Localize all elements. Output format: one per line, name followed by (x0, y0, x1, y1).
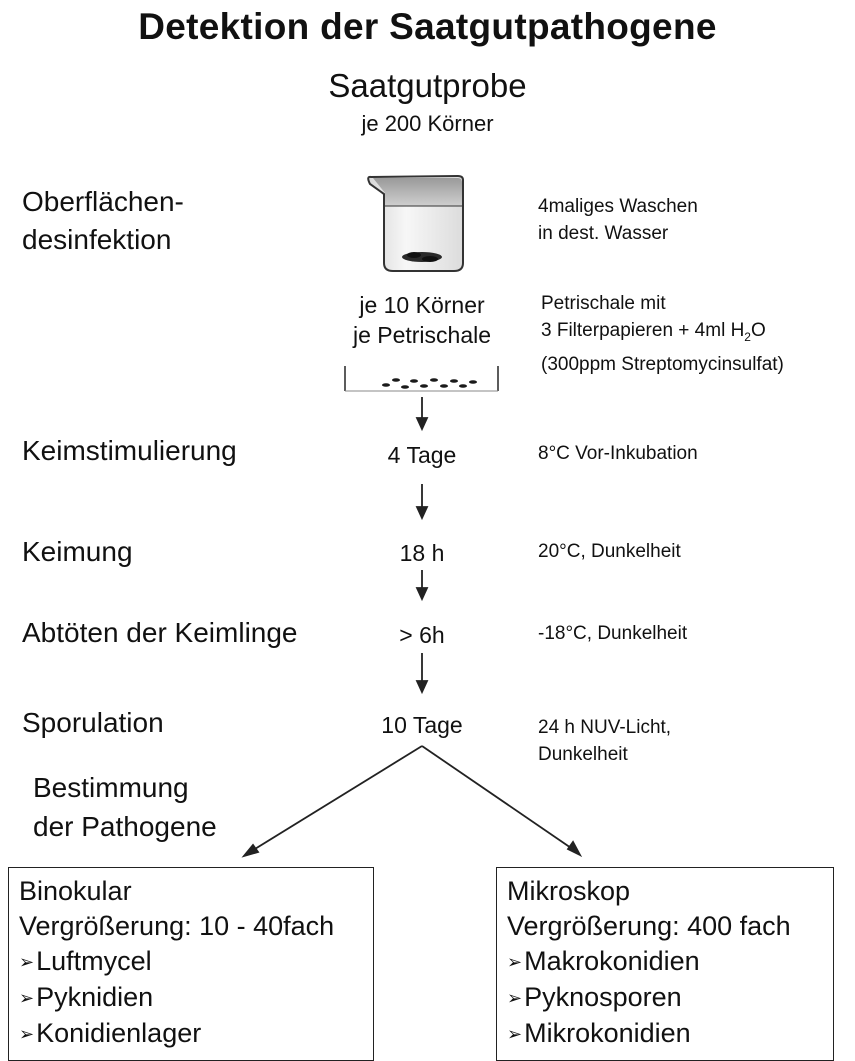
box-title: Mikroskop (507, 876, 631, 906)
note-kill-seedlings: -18°C, Dunkelheit (538, 623, 688, 644)
box-magnification: Vergrößerung: 400 fach (507, 911, 791, 941)
note-line: Dunkelheit (538, 744, 628, 765)
sample-label: Saatgutprobe (328, 67, 527, 104)
bullet-arrow-icon: ➢ (507, 1024, 523, 1044)
page-title: Detektion der Saatgutpathogene (138, 6, 717, 47)
bullet-arrow-icon: ➢ (19, 952, 35, 972)
step-name-line: Oberflächen- (22, 186, 184, 217)
determination-label: Bestimmung der Pathogene (33, 768, 217, 846)
item-label: Konidienlager (36, 1018, 202, 1048)
note-petri-dish: Petrischale mit 3 Filterpapieren + 4ml H… (541, 290, 784, 378)
note-pre-incubation: 8°C Vor-Inkubation (538, 443, 698, 464)
note-line: in dest. Wasser (538, 223, 669, 244)
middle-line: je Petrischale (352, 322, 492, 348)
step-germ-stimulation: Keimstimulierung (22, 435, 237, 466)
beaker-icon (367, 174, 464, 272)
step-name-line: desinfektion (22, 224, 172, 255)
bullet-arrow-icon: ➢ (19, 988, 35, 1008)
note-line: Petrischale mit (541, 293, 666, 314)
step-germination: Keimung (22, 536, 133, 567)
note-line: 4maliges Waschen (538, 196, 698, 217)
grains-per-dish: je 10 Körner je Petrischale (322, 290, 522, 350)
box-item: ➢Pyknosporen (507, 980, 823, 1016)
item-label: Luftmycel (36, 946, 152, 976)
item-label: Mikrokonidien (524, 1018, 691, 1048)
arrow-down-icon (415, 653, 429, 695)
note-line: 3 Filterpapieren + 4ml H2O (541, 317, 784, 351)
box-item: ➢Konidienlager (19, 1016, 363, 1052)
duration-kill-seedlings: > 6h (399, 622, 445, 648)
arrow-left-down-icon (241, 745, 423, 858)
step-sporulation: Sporulation (22, 707, 164, 738)
note-line: (300ppm Streptomycinsulfat) (541, 353, 784, 375)
split-arrows (241, 745, 583, 858)
box-item: ➢Luftmycel (19, 944, 363, 980)
subscript-2: 2 (744, 329, 751, 344)
box-item: ➢Mikrokonidien (507, 1016, 823, 1052)
duration-sporulation: 10 Tage (381, 712, 463, 738)
sample-count: je 200 Körner (361, 111, 494, 136)
microscope-box: Mikroskop Vergrößerung: 400 fach ➢Makrok… (496, 867, 834, 1061)
arrow-down-icon (415, 397, 429, 432)
box-title: Binokular (19, 876, 132, 906)
determination-line: der Pathogene (33, 811, 217, 842)
note-washing: 4maliges Waschen in dest. Wasser (538, 193, 698, 247)
note-line: 24 h NUV-Licht, (538, 717, 672, 738)
bullet-arrow-icon: ➢ (507, 988, 523, 1008)
item-label: Makrokonidien (524, 946, 700, 976)
bullet-arrow-icon: ➢ (507, 952, 523, 972)
note-sporulation: 24 h NUV-Licht, Dunkelheit (538, 714, 671, 768)
arrow-down-icon (415, 484, 429, 521)
determination-line: Bestimmung (33, 772, 189, 803)
item-label: Pyknidien (36, 982, 154, 1012)
binocular-box: Binokular Vergrößerung: 10 - 40fach ➢Luf… (8, 867, 374, 1061)
step-kill-seedlings: Abtöten der Keimlinge (22, 617, 298, 648)
arrow-down-icon (415, 570, 429, 602)
note-text: O (750, 320, 766, 341)
note-text: 3 Filterpapieren + 4ml H (541, 320, 745, 341)
box-item: ➢Makrokonidien (507, 944, 823, 980)
step-surface-disinfection: Oberflächen- desinfektion (22, 183, 184, 259)
duration-germ-stimulation: 4 Tage (387, 442, 457, 468)
box-item: ➢Pyknidien (19, 980, 363, 1016)
arrow-right-down-icon (421, 745, 583, 858)
bullet-arrow-icon: ➢ (19, 1024, 35, 1044)
duration-germination: 18 h (399, 540, 445, 566)
middle-line: je 10 Körner (359, 292, 485, 318)
note-germination: 20°C, Dunkelheit (538, 541, 681, 562)
box-magnification: Vergrößerung: 10 - 40fach (19, 911, 335, 941)
item-label: Pyknosporen (524, 982, 682, 1012)
flow-arrows (415, 397, 429, 695)
petri-dish-icon (344, 366, 499, 392)
